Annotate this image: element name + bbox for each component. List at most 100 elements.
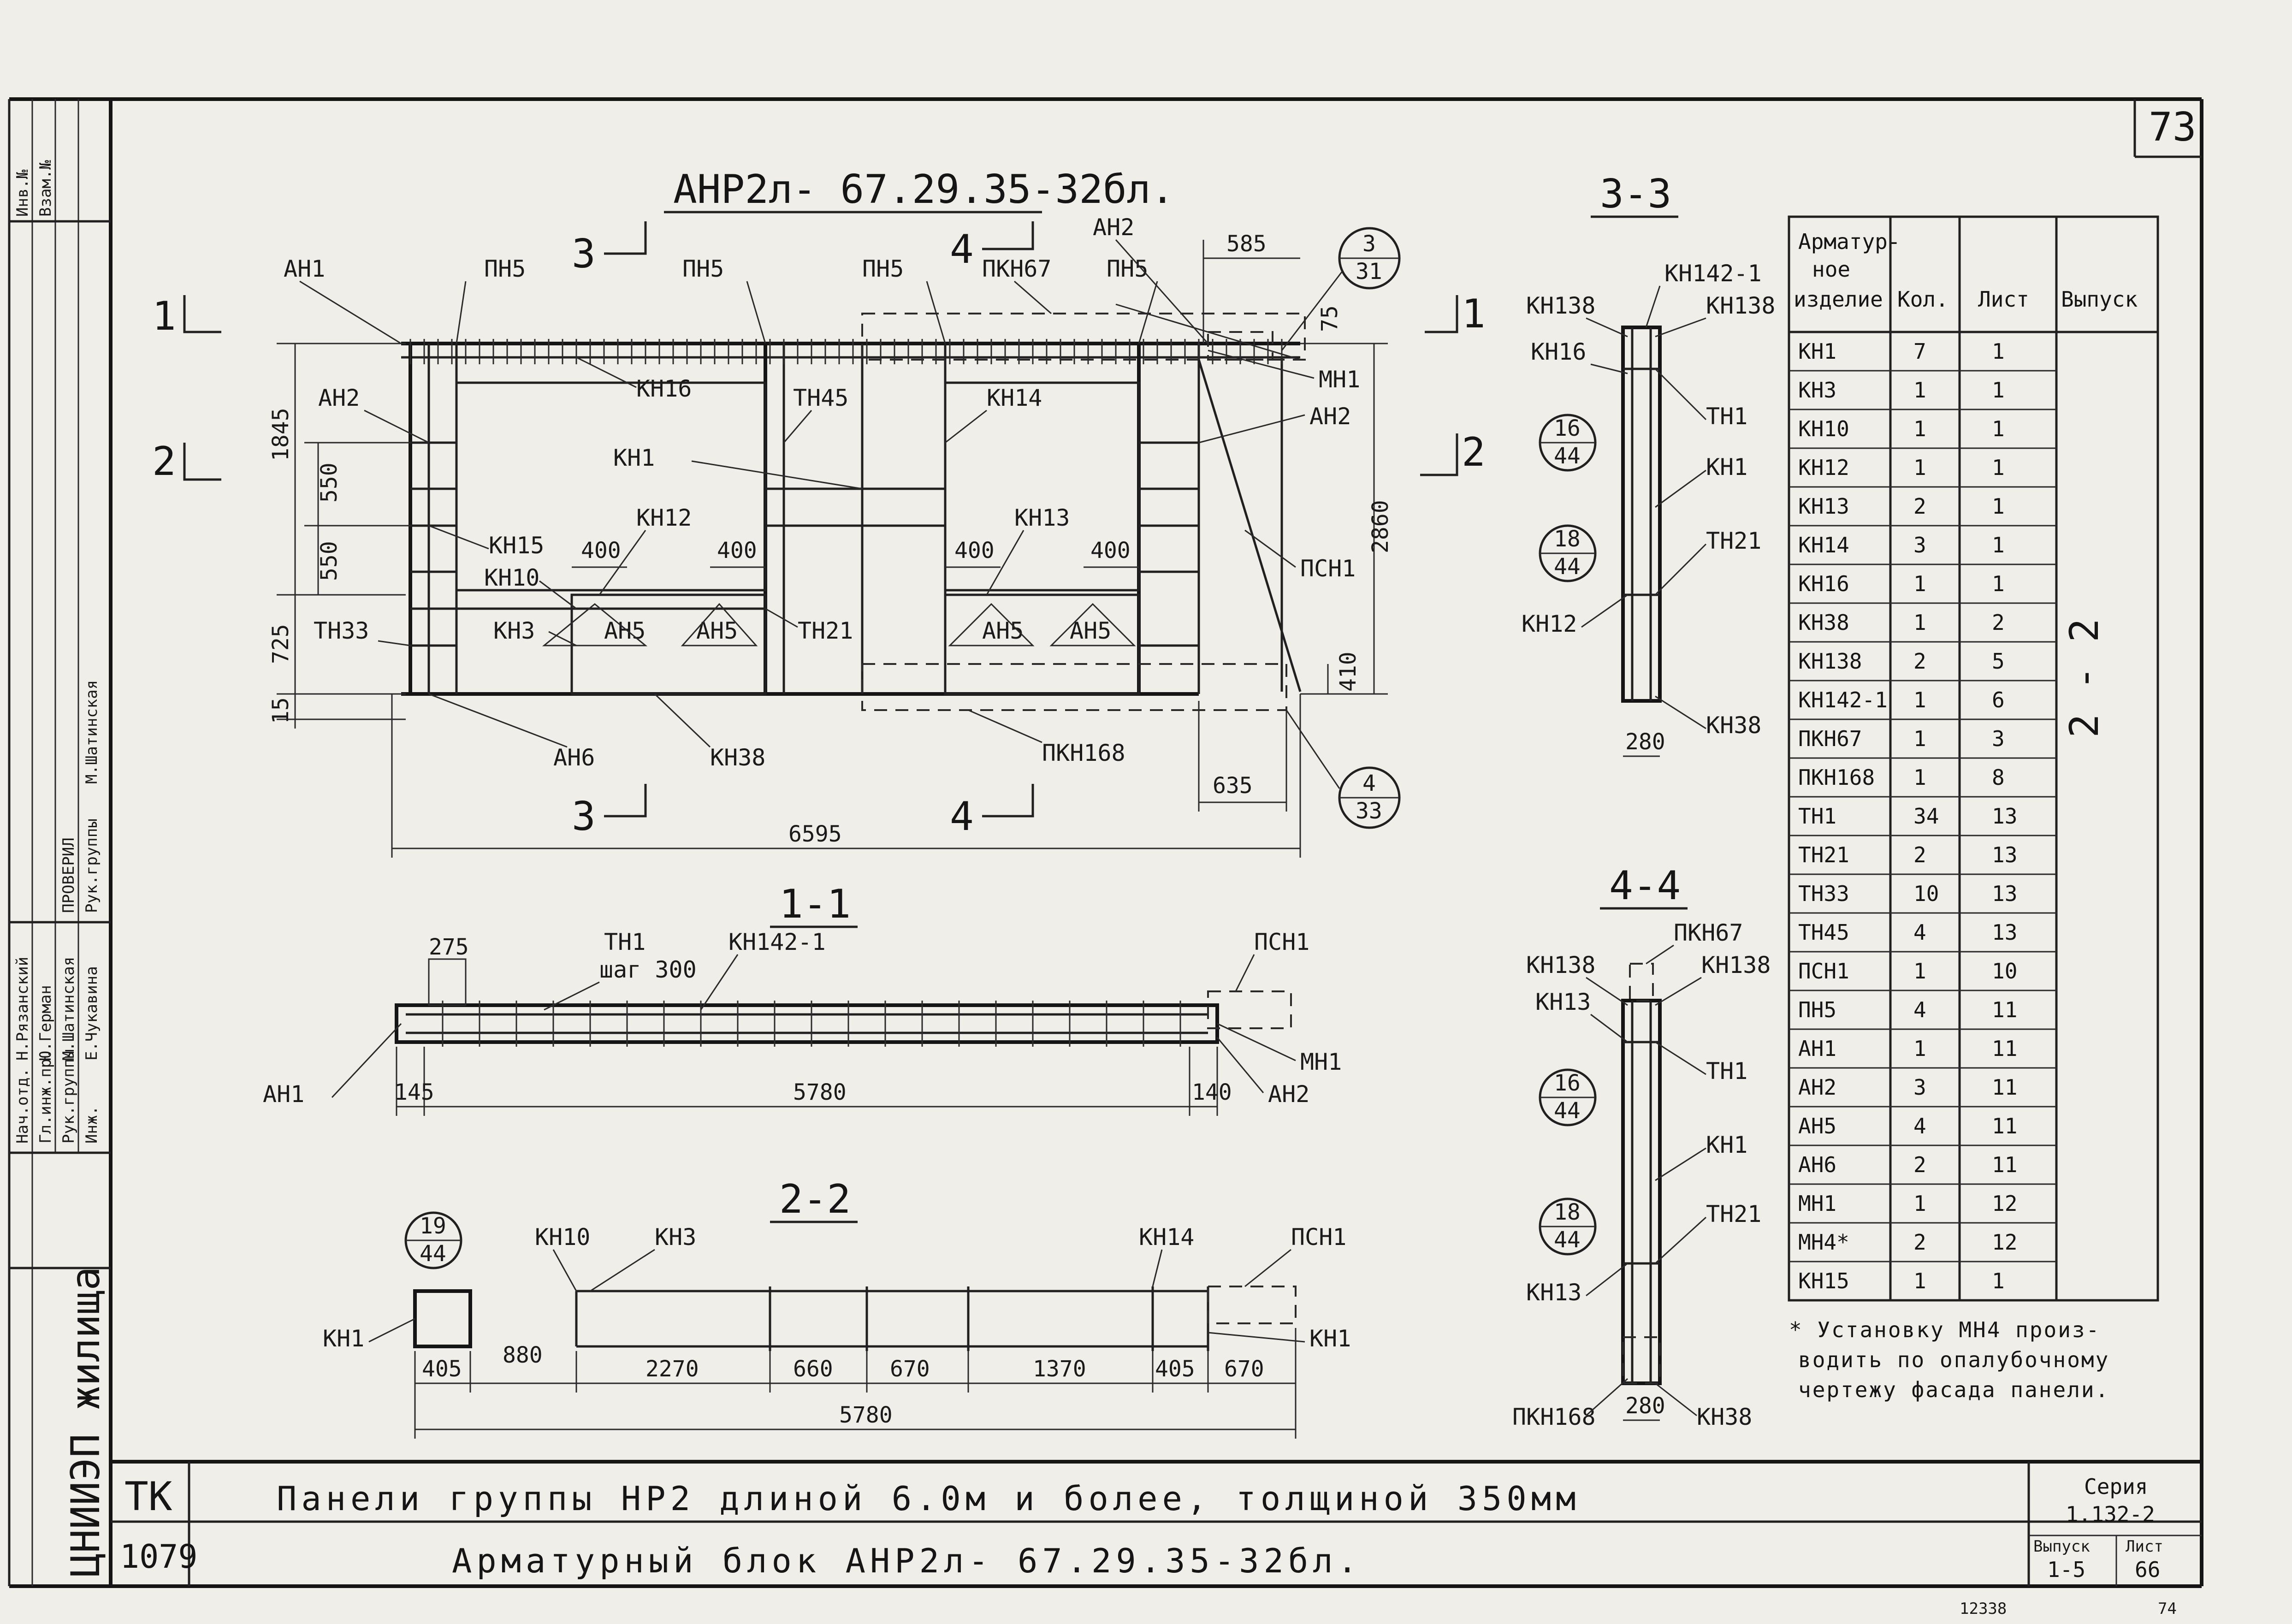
main-title: АНР2л- 67.29.35-32бл. <box>673 166 1174 213</box>
role-3: Рук.группы <box>59 1049 78 1144</box>
spec-cell-item: КН10 <box>1798 416 1849 441</box>
s33-kn1: КН1 <box>1706 454 1747 480</box>
spec-cell-item: ПКН67 <box>1798 726 1862 751</box>
callout-4: 4 <box>1362 771 1376 796</box>
lbl-an5-2: АН5 <box>696 617 738 644</box>
cut-2r: 2 <box>1462 429 1486 475</box>
dim-725: 725 <box>268 624 294 664</box>
lbl-an2-left: АН2 <box>318 385 360 411</box>
s44-kn1: КН1 <box>1706 1132 1747 1158</box>
spec-cell-sheet: 13 <box>1992 842 2017 867</box>
spec-cell-item: ПСН1 <box>1798 959 1849 984</box>
spec-cell-sheet: 11 <box>1992 997 2017 1022</box>
inv-label: Инв.№ <box>13 169 32 217</box>
spec-cell-qty: 1 <box>1913 378 1926 403</box>
s11-step: шаг 300 <box>599 956 697 983</box>
s11-kn142: КН142-1 <box>728 929 826 955</box>
s33-kn138b: КН138 <box>1706 292 1776 319</box>
s44-kn13a: КН13 <box>1535 989 1591 1015</box>
sheet-number: 73 <box>2149 104 2197 150</box>
lbl-tn33: ТН33 <box>314 617 369 644</box>
stamp-bottom: 12338 <box>1960 1600 2007 1618</box>
s33-title: 3-3 <box>1600 171 1671 217</box>
s44-c1-bot: 44 <box>1554 1098 1581 1124</box>
s11-tn1: ТН1 <box>604 929 646 955</box>
side-stamp <box>8 99 111 1586</box>
s33-c1-top: 16 <box>1554 415 1581 441</box>
cut-3b: 3 <box>572 794 596 840</box>
s22-kn3: КН3 <box>655 1224 696 1251</box>
note-l1: * Установку МН4 произ- <box>1789 1317 2100 1342</box>
spec-cell-qty: 7 <box>1913 339 1926 364</box>
issue-value: 2 - 2 <box>2061 618 2108 738</box>
s33-tn21: ТН21 <box>1706 528 1761 554</box>
s33-dim-280: 280 <box>1625 729 1665 755</box>
callout-3: 3 <box>1362 231 1376 257</box>
lbl-pn5-2: ПН5 <box>682 255 724 282</box>
s44-c2-bot: 44 <box>1554 1227 1581 1253</box>
callout-31: 31 <box>1356 259 1382 284</box>
main-elevation <box>401 303 1306 711</box>
lbl-pkn168: ПКН168 <box>1042 740 1125 766</box>
note-l2: водить по опалубочному <box>1798 1347 2109 1372</box>
spec-cell-item: КН16 <box>1798 571 1849 596</box>
spec-cell-qty: 4 <box>1913 1114 1926 1138</box>
dim-585: 585 <box>1226 231 1267 257</box>
cut-4t: 4 <box>950 226 974 273</box>
spec-cell-qty: 34 <box>1913 804 1939 829</box>
spec-cell-item: АН1 <box>1798 1036 1836 1061</box>
spec-cell-item: КН13 <box>1798 494 1849 519</box>
lbl-an5-3: АН5 <box>982 617 1024 644</box>
dim-5780-s11: 5780 <box>793 1079 847 1105</box>
spec-cell-qty: 2 <box>1913 494 1926 519</box>
spec-cell-qty: 1 <box>1913 959 1926 984</box>
spec-cell-item: ПН5 <box>1798 997 1836 1022</box>
s44-kn138a: КН138 <box>1526 952 1596 978</box>
spec-cell-sheet: 13 <box>1992 804 2017 829</box>
lbl-kn14: КН14 <box>987 385 1042 411</box>
spec-cell-qty: 1 <box>1913 1191 1926 1216</box>
dim-2270: 2270 <box>646 1356 699 1382</box>
spec-cell-sheet: 2 <box>1992 610 2005 635</box>
s33-kn12: КН12 <box>1522 610 1577 637</box>
th-item-3: изделие <box>1794 287 1883 312</box>
spec-cell-qty: 4 <box>1913 920 1926 945</box>
spec-cell-sheet: 1 <box>1992 533 2005 557</box>
dim-1370: 1370 <box>1033 1356 1086 1382</box>
lbl-kn1: КН1 <box>613 445 655 471</box>
s44-c1-top: 16 <box>1554 1070 1581 1096</box>
spec-cell-item: АН5 <box>1798 1114 1836 1138</box>
lbl-an5-4: АН5 <box>1070 617 1111 644</box>
spec-cell-sheet: 1 <box>1992 455 2005 480</box>
name-3: М.Шатинская <box>59 957 78 1061</box>
s44-pkn67: ПКН67 <box>1674 919 1743 946</box>
section-11-drawing <box>395 958 1292 1047</box>
lbl-an1: АН1 <box>284 255 325 282</box>
cut-3t: 3 <box>572 231 596 277</box>
th-item-2: ное <box>1812 257 1850 282</box>
lbl-psn1: ПСН1 <box>1300 555 1356 582</box>
name-4: Е.Чукавина <box>83 966 101 1061</box>
spec-cell-sheet: 11 <box>1992 1036 2017 1061</box>
spec-cell-sheet: 3 <box>1992 726 2005 751</box>
lbl-an6: АН6 <box>553 744 595 771</box>
spec-cell-qty: 4 <box>1913 997 1926 1022</box>
s11-title: 1-1 <box>779 881 851 927</box>
spec-cell-qty: 1 <box>1913 571 1926 596</box>
s44-kn38: КН38 <box>1697 1404 1752 1430</box>
spec-cell-qty: 3 <box>1913 533 1926 557</box>
sheet-frame <box>9 97 2203 1588</box>
replace-label: Взам.№ <box>36 160 55 217</box>
lbl-an2-top: АН2 <box>1093 214 1134 241</box>
spec-cell-item: КН14 <box>1798 533 1849 557</box>
tb-sheet-value: 66 <box>2135 1557 2160 1582</box>
spec-cell-qty: 3 <box>1913 1075 1926 1100</box>
spec-cell-sheet: 1 <box>1992 494 2005 519</box>
role-4: Инж. <box>83 1106 101 1144</box>
spec-cell-item: КН138 <box>1798 649 1862 674</box>
section-33-drawing <box>1621 326 1662 703</box>
s44-pkn168: ПКН168 <box>1512 1404 1596 1430</box>
spec-cell-item: АН6 <box>1798 1152 1836 1177</box>
lbl-tn45: ТН45 <box>793 385 848 411</box>
